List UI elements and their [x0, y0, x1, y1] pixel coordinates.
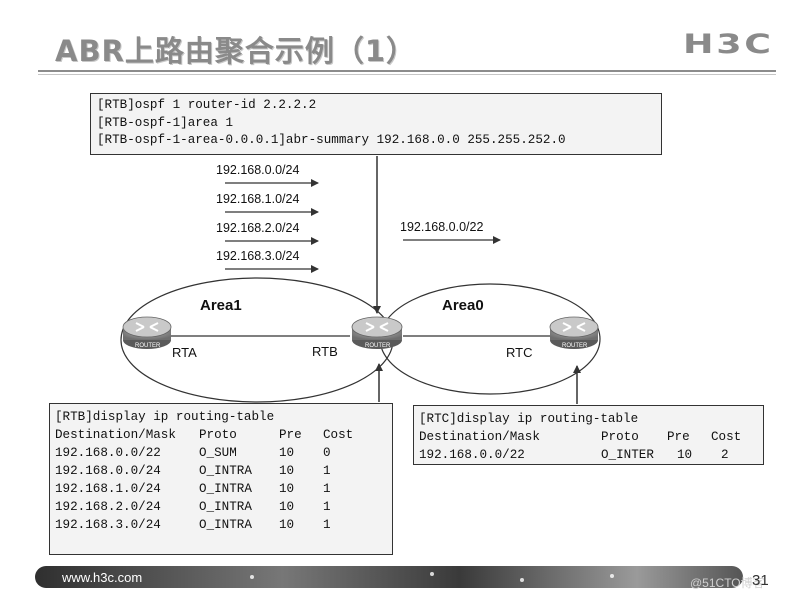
cell-destination: 192.168.0.0/22 — [419, 448, 525, 462]
footer-bar — [35, 566, 743, 588]
cell-proto: O_INTRA — [199, 518, 252, 532]
router-rtc-label: RTC — [506, 345, 533, 360]
config-command-box: [RTB]ospf 1 router-id 2.2.2.2 [RTB-ospf-… — [90, 93, 662, 155]
cell-pre: 10 — [279, 464, 295, 478]
cell-cost: 0 — [323, 446, 331, 460]
cell-cost: 1 — [323, 500, 331, 514]
table-header-row: Destination/Mask Proto Pre Cost — [419, 428, 758, 446]
watermark: @51CTO博客 — [690, 576, 765, 590]
cell-pre: 10 — [279, 446, 295, 460]
router-rtb-label: RTB — [312, 344, 338, 359]
cell-cost: 1 — [323, 518, 331, 532]
cell-proto: O_INTER — [601, 448, 654, 462]
table-command: [RTC]display ip routing-table — [419, 412, 639, 426]
table-row: 192.168.3.0/24 O_INTRA 10 1 — [55, 516, 387, 534]
area1-route-label: 192.168.0.0/24 — [216, 163, 300, 177]
area0-label: Area0 — [442, 297, 484, 314]
table-row: 192.168.0.0/22 O_SUM 10 0 — [55, 444, 387, 462]
router-rtb-icon[interactable] — [351, 316, 403, 349]
title-divider — [38, 70, 776, 72]
h3c-logo: H3C — [683, 29, 774, 60]
router-rta-icon-text: ROUTER — [135, 343, 161, 349]
area1-route-label: 192.168.2.0/24 — [216, 221, 300, 235]
header-cost: Cost — [323, 428, 354, 442]
cell-pre: 10 — [677, 448, 693, 462]
cell-proto: O_INTRA — [199, 464, 252, 478]
rtc-routing-table: [RTC]display ip routing-table Destinatio… — [413, 405, 764, 465]
table-row: 192.168.0.0/24 O_INTRA 10 1 — [55, 462, 387, 480]
table-header-row: Destination/Mask Proto Pre Cost — [55, 426, 387, 444]
area1-label: Area1 — [200, 297, 242, 314]
cell-pre: 10 — [279, 500, 295, 514]
header-pre: Pre — [279, 428, 302, 442]
table-command: [RTB]display ip routing-table — [55, 410, 275, 424]
config-line: [RTB]ospf 1 router-id 2.2.2.2 — [97, 98, 317, 112]
footer-sparkle — [610, 574, 614, 578]
page-number: 31 — [752, 572, 769, 589]
cell-proto: O_SUM — [199, 446, 237, 460]
table-row: 192.168.2.0/24 O_INTRA 10 1 — [55, 498, 387, 516]
router-rtc-icon-text: ROUTER — [562, 343, 588, 349]
table-row: 192.168.0.0/22 O_INTER 10 2 — [419, 446, 758, 464]
cell-destination: 192.168.3.0/24 — [55, 518, 161, 532]
area1-route-label: 192.168.1.0/24 — [216, 192, 300, 206]
title-divider-thin — [38, 74, 776, 75]
header-proto: Proto — [601, 430, 639, 444]
router-rta-icon[interactable] — [122, 316, 172, 349]
footer-sparkle — [430, 572, 434, 576]
cell-destination: 192.168.2.0/24 — [55, 500, 161, 514]
config-line: [RTB-ospf-1]area 1 — [97, 115, 234, 130]
header-pre: Pre — [667, 430, 690, 444]
cell-destination: 192.168.0.0/22 — [55, 446, 161, 460]
cell-proto: O_INTRA — [199, 500, 252, 514]
cell-pre: 10 — [279, 482, 295, 496]
header-cost: Cost — [711, 430, 742, 444]
area0-summary-route-label: 192.168.0.0/22 — [400, 220, 484, 234]
area1-route-label: 192.168.3.0/24 — [216, 249, 300, 263]
router-rtb-icon-text: ROUTER — [365, 343, 391, 349]
router-rta-label: RTA — [172, 345, 197, 360]
slide-title: ABR上路由聚合示例（1） — [55, 34, 417, 68]
table-row: 192.168.1.0/24 O_INTRA 10 1 — [55, 480, 387, 498]
rtb-routing-table: [RTB]display ip routing-table Destinatio… — [49, 403, 393, 555]
cell-cost: 2 — [721, 448, 729, 462]
header-destination: Destination/Mask — [55, 428, 176, 442]
config-line: [RTB-ospf-1-area-0.0.0.1]abr-summary 192… — [97, 133, 566, 147]
cell-pre: 10 — [279, 518, 295, 532]
cell-destination: 192.168.1.0/24 — [55, 482, 161, 496]
footer-url: www.h3c.com — [62, 570, 143, 585]
cell-cost: 1 — [323, 464, 331, 478]
cell-cost: 1 — [323, 482, 331, 496]
router-rtc-icon[interactable] — [549, 316, 599, 349]
cell-proto: O_INTRA — [199, 482, 252, 496]
header-proto: Proto — [199, 428, 237, 442]
footer-sparkle — [520, 578, 524, 582]
footer-sparkle — [250, 575, 254, 579]
cell-destination: 192.168.0.0/24 — [55, 464, 161, 478]
header-destination: Destination/Mask — [419, 430, 540, 444]
